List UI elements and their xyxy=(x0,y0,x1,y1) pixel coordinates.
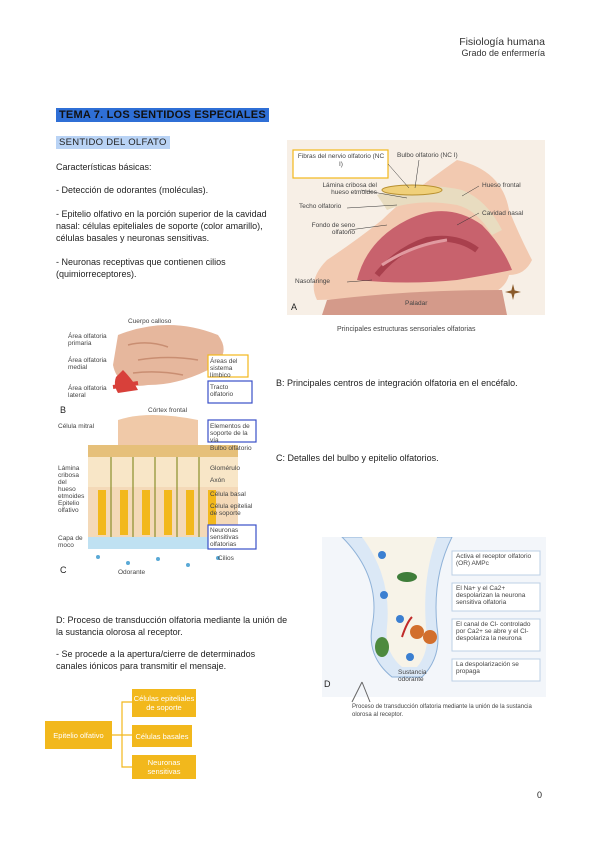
diagram-node-support: Células epiteliales de soporte xyxy=(132,689,196,717)
figure-transduction: Activa el receptor olfatorio (OR) AMPc E… xyxy=(322,536,546,721)
label-olfactory-fibers: Fibras del nervio olfatorio (NC I) xyxy=(297,153,385,168)
step-4: La despolarización se propaga xyxy=(456,661,519,675)
figure-b-letter: B xyxy=(60,405,67,415)
figure-olfactory-bulb: Cuerpo calloso Área olfatoria primaria Á… xyxy=(58,315,268,583)
bullet-ion-channels: - Se procede a la apertura/cierre de det… xyxy=(56,649,256,671)
label-olfactory-bulb: Bulbo olfatorio (NC I) xyxy=(397,152,458,159)
course-name: Fisiología humana xyxy=(459,36,545,48)
step-1: Activa el receptor olfatorio (OR) AMPc xyxy=(456,553,532,567)
figure-c-letter: C xyxy=(60,565,67,575)
label-mitral-cell: Célula mitral xyxy=(58,423,95,430)
step-2: El Na+ y el Ca2+ despolarizan la neurona… xyxy=(456,585,526,606)
nasal-anatomy-illustration xyxy=(287,140,545,315)
section-subtitle: SENTIDO DEL OLFATO xyxy=(56,136,170,149)
label-frontal-cortex: Córtex frontal xyxy=(148,407,188,414)
page-number: 0 xyxy=(536,790,542,800)
label-palate: Paladar xyxy=(405,300,428,307)
label-cribriform-plate: Lámina cribosa del hueso etmoides xyxy=(322,182,377,196)
olfactory-bulb-illustration xyxy=(58,325,268,583)
label-support-elements: Elementos de soporte de la vía xyxy=(210,423,250,444)
figure-a-caption: Principales estructuras sensoriales olfa… xyxy=(337,326,476,333)
label-odorant-substance: Sustancia odorante xyxy=(398,669,427,683)
diagram-node-neurons: Neuronas sensitivas xyxy=(132,755,196,779)
figure-d-caption: Proceso de transducción olfatoria median… xyxy=(352,704,532,718)
label-sinus: Fondo de seno olfatorio xyxy=(311,222,355,236)
label-glomerulus: Glomérulo xyxy=(210,465,240,472)
intro-text: Características básicas: xyxy=(56,162,152,172)
label-axon: Axón xyxy=(210,477,225,484)
label-nasopharynx: Nasofaringe xyxy=(295,278,331,285)
transduction-illustration xyxy=(322,536,546,703)
label-cilia: Cilios xyxy=(218,555,234,562)
label-nasal-cavity: Cavidad nasal xyxy=(482,210,524,217)
label-mucus: Capa de moco xyxy=(58,535,83,549)
concept-diagram: Epitelio olfativo Células epiteliales de… xyxy=(40,685,200,780)
label-odorant: Odorante xyxy=(118,569,146,576)
label-area-primary: Área olfatoria primaria xyxy=(68,333,107,347)
bullet-odorants: - Detección de odorantes (moléculas). xyxy=(56,185,209,195)
bullet-receptors: - Neuronas receptivas que contienen cili… xyxy=(56,257,226,279)
label-basal-cell: Célula basal xyxy=(210,491,246,498)
page-title: TEMA 7. LOS SENTIDOS ESPECIALES xyxy=(56,108,269,122)
label-bulb: Bulbo olfatorio xyxy=(210,445,252,452)
label-area-lateral: Área olfatoria lateral xyxy=(68,385,107,399)
figure-a-letter: A xyxy=(291,302,298,312)
figure-nasal-anatomy: Fibras del nervio olfatorio (NC I) Bulbo… xyxy=(287,140,545,340)
program-name: Grado de enfermería xyxy=(461,48,545,58)
bullet-epithelium: - Epitelio olfativo en la porción superi… xyxy=(56,209,267,243)
label-support-cell: Célula epitelial de soporte xyxy=(210,503,253,517)
label-frontal-bone: Hueso frontal xyxy=(482,182,521,189)
diagram-connectors xyxy=(112,701,132,768)
label-epithelium: Epitelio olfativo xyxy=(58,500,80,514)
caption-figure-d: D: Proceso de transducción olfatoria med… xyxy=(56,615,288,637)
label-sensory-neurons: Neuronas sensitivas olfatorias xyxy=(210,527,239,548)
figure-d-letter: D xyxy=(324,679,331,689)
step-3: El canal de Cl- controlado por Ca2+ se a… xyxy=(456,621,531,642)
label-olfactory-roof: Techo olfatorio xyxy=(299,203,342,210)
caption-figure-b: B: Principales centros de integración ol… xyxy=(276,378,518,388)
label-area-medial: Área olfatoria medial xyxy=(68,357,107,371)
label-cribriform: Lámina cribosa del hueso etmoides xyxy=(58,465,85,500)
label-corpus-callosum: Cuerpo calloso xyxy=(128,318,172,325)
diagram-node-basal: Células basales xyxy=(132,725,192,747)
label-olfactory-tract: Tracto olfatorio xyxy=(210,384,234,398)
diagram-center-node: Epitelio olfativo xyxy=(45,721,112,749)
caption-figure-c: C: Detalles del bulbo y epitelio olfator… xyxy=(276,453,439,463)
label-limbic: Áreas del sistema límbico xyxy=(210,358,238,379)
